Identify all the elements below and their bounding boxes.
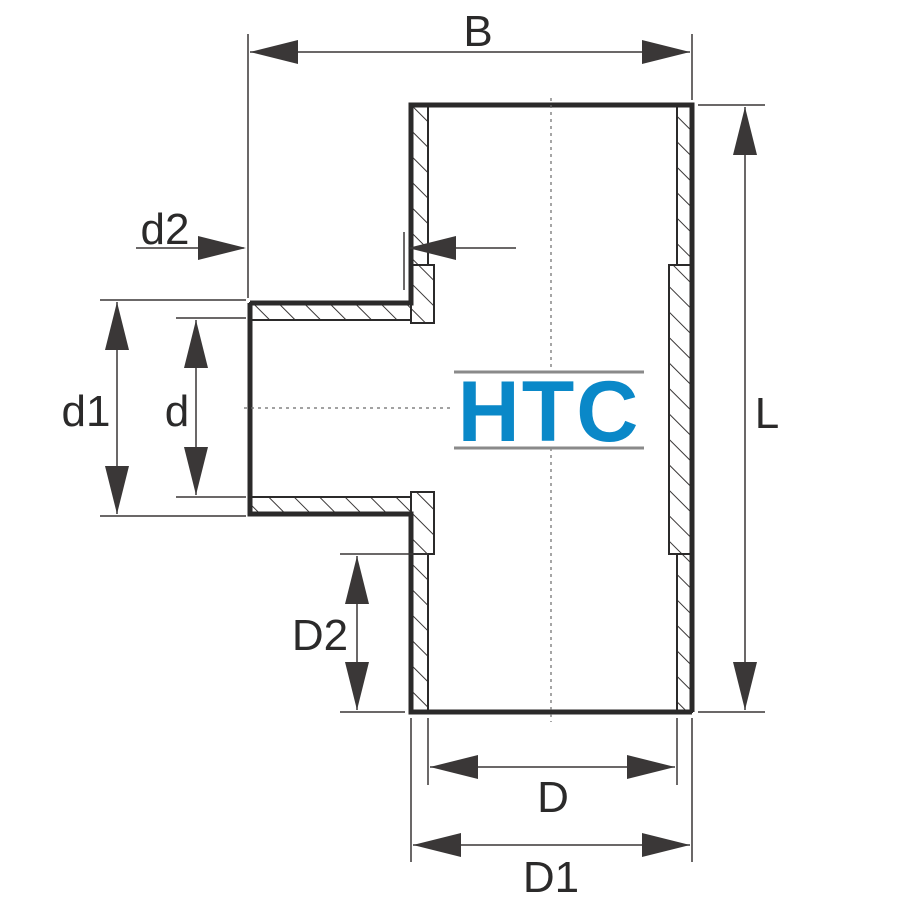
dimension-d2 (136, 232, 516, 290)
dimension-B (247, 34, 693, 298)
label-B: B (463, 7, 492, 56)
fitting-outline (247, 102, 695, 715)
dimension-d (176, 317, 246, 498)
logo-text: HTC (458, 364, 641, 460)
dimension-D1 (410, 718, 693, 862)
label-L: L (755, 389, 779, 438)
center-lines (244, 98, 552, 722)
dimension-L (698, 104, 765, 713)
dimensions (100, 34, 765, 862)
dimension-labels: B L d1 d d2 D2 D D1 (62, 7, 780, 901)
label-d2: d2 (141, 205, 190, 254)
right-wall-middle-hatch (668, 264, 693, 555)
label-d: d (165, 387, 189, 436)
dimension-d1 (100, 299, 246, 517)
htc-logo: HTC (454, 364, 644, 460)
dimension-D (427, 718, 678, 785)
label-D: D (537, 773, 569, 822)
outline-lower (247, 303, 692, 715)
label-D2: D2 (292, 611, 348, 660)
branch-wall-top-hatch (249, 302, 412, 321)
logo-background (454, 372, 644, 448)
left-wall-upper-shoulder (410, 264, 435, 324)
label-d1: d1 (62, 387, 111, 436)
dimension-D2 (340, 553, 428, 713)
branch-wall-bottom-hatch (249, 496, 412, 515)
label-D1: D1 (523, 853, 579, 901)
left-wall-upper-hatch (410, 104, 429, 266)
left-wall-lower-hatch (410, 553, 429, 713)
left-wall-lower-shoulder (410, 491, 435, 555)
outline-upper (250, 102, 695, 712)
